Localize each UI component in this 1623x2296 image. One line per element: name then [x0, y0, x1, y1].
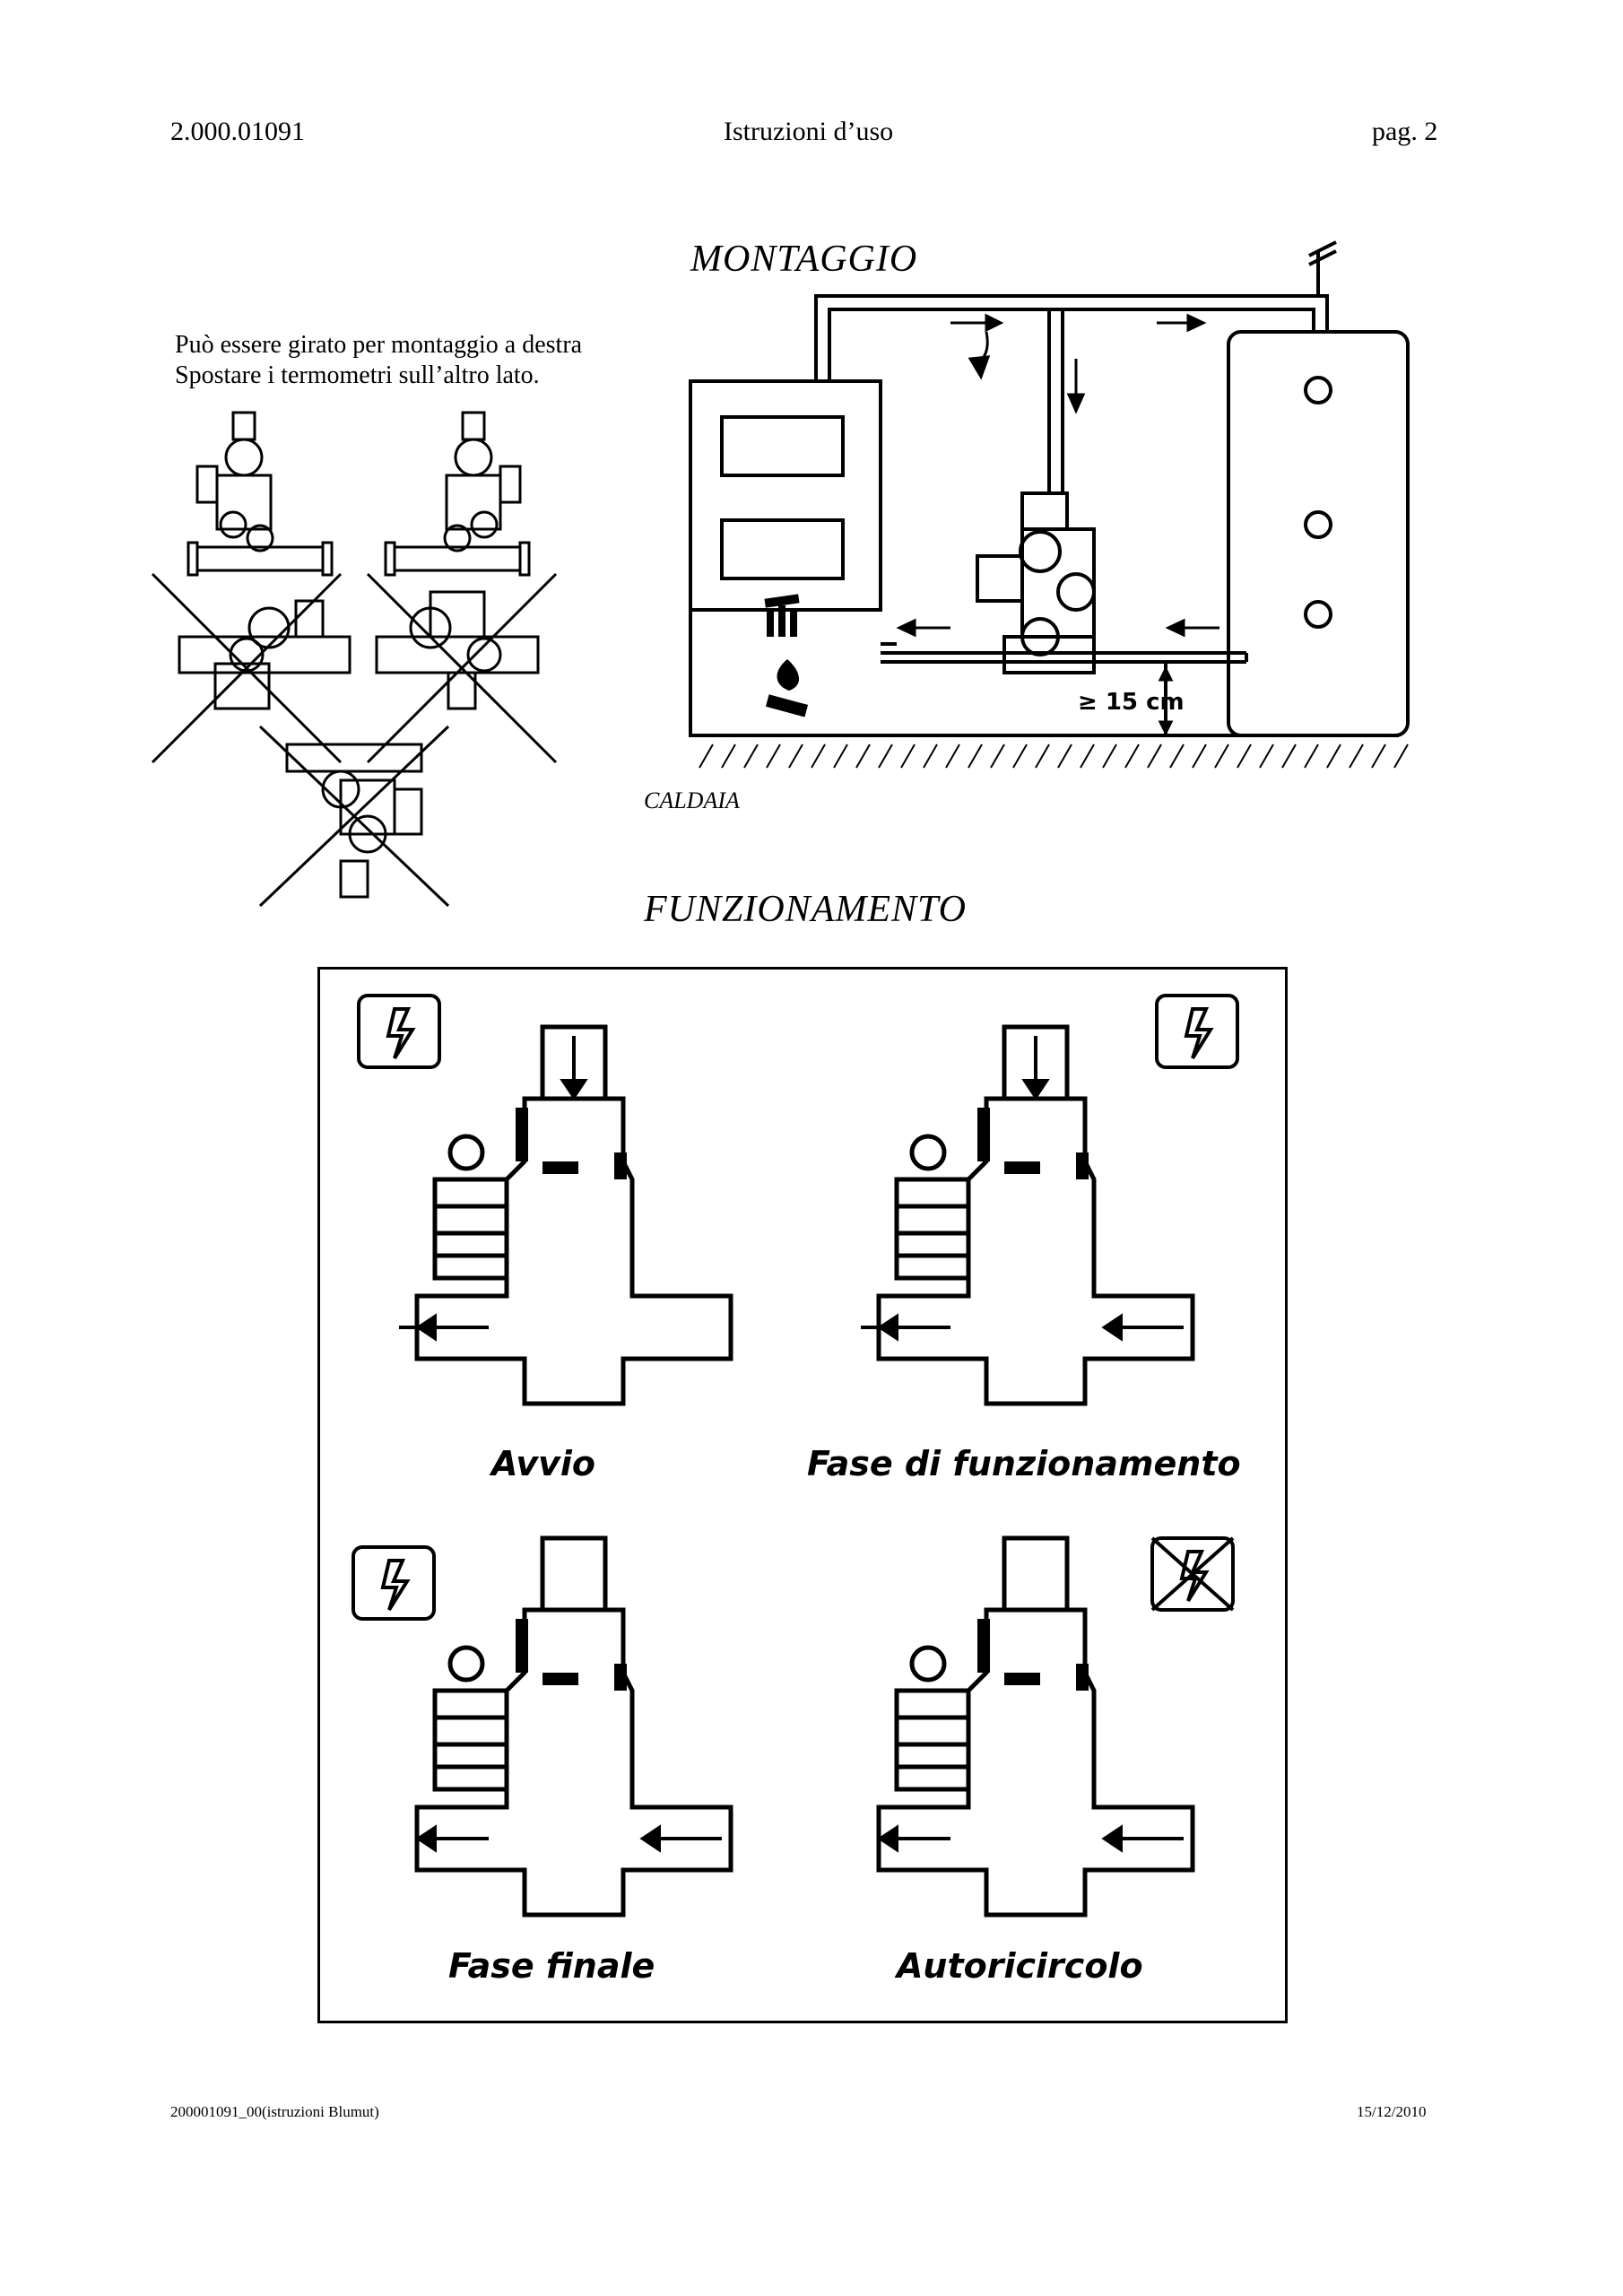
operation-panel: [317, 967, 1288, 2023]
montaggio-title: MONTAGGIO: [690, 239, 918, 280]
fuel-icon: [764, 594, 800, 637]
tank-thermometer-3: [1304, 600, 1332, 629]
installation-scheme: [689, 240, 1410, 769]
mounting-note-line1: Può essere girato per montaggio a destra: [175, 331, 583, 359]
valve-section: [879, 1538, 1193, 1915]
document-code: 2.000.01091: [170, 117, 305, 146]
storage-tank: [1227, 330, 1410, 737]
page-number: pag. 2: [1372, 117, 1438, 146]
phase-funzionamento-caption: Fase di funzionamento: [807, 1444, 1241, 1483]
fire-icon: [765, 659, 809, 718]
orientation-forbidden-left: [151, 572, 352, 764]
valve-top: [1020, 491, 1069, 531]
thermometer-1: [1019, 530, 1062, 573]
boiler-display-lower: [720, 518, 845, 580]
funzionamento-title: FUNZIONAMENTO: [644, 889, 967, 930]
phase-autoricircolo-caption: Autoricircolo: [897, 1946, 1143, 1986]
floor-hatch: [699, 744, 1409, 769]
document-title: Istruzioni d’uso: [724, 117, 894, 146]
phase-finale-caption: Fase finale: [448, 1946, 655, 1986]
phase-funzionamento-diagram: [859, 994, 1239, 1457]
orientation-diagrams: [151, 411, 558, 908]
mounting-note-line2: Spostare i termometri sull’altro lato.: [175, 361, 540, 389]
power-on-icon: [352, 1545, 436, 1621]
phase-avvio-caption: Avvio: [491, 1444, 596, 1483]
thermometer-2: [1056, 572, 1096, 612]
min-distance-label: ≥ 15 cm: [1078, 689, 1185, 716]
valve-section: [417, 1538, 731, 1915]
boiler-label: CALDAIA: [644, 787, 740, 813]
power-on-icon: [1155, 994, 1239, 1069]
flow-arrows: [397, 1034, 586, 1340]
orientation-allowed-right: [384, 411, 531, 577]
tank-thermometer-2: [1304, 510, 1332, 539]
boiler-display-upper: [720, 415, 845, 477]
flow-arrows: [859, 1034, 1048, 1340]
footer-file-ref: 200001091_00(istruzioni Blumut): [170, 2103, 379, 2120]
phase-autoricircolo-diagram: [861, 1536, 1235, 1987]
power-off-icon: [1150, 1536, 1235, 1612]
tank-thermometer-1: [1304, 376, 1332, 404]
orientation-forbidden-bottom: [258, 725, 450, 908]
phase-finale-diagram: [352, 1538, 753, 1987]
orientation-forbidden-right: [366, 572, 558, 764]
footer-date: 15/12/2010: [1357, 2103, 1427, 2120]
mounting-note: Può essere girato per montaggio a destra…: [175, 330, 596, 391]
pump-motor: [976, 554, 1024, 603]
orientation-allowed-left: [187, 411, 334, 577]
phase-avvio-diagram: [357, 994, 753, 1457]
